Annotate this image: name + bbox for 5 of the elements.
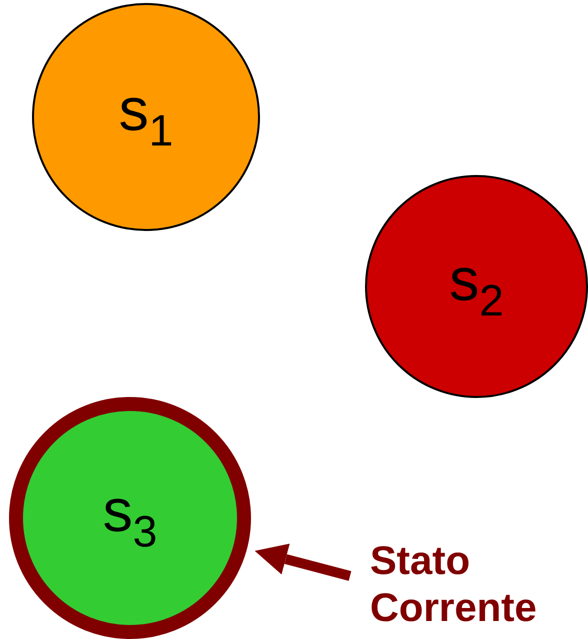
state-label: s$_{3}$	[102, 481, 158, 555]
state-label: s$_{1}$	[118, 80, 174, 154]
callout-text: Stato Corrente	[370, 539, 537, 630]
arrow	[254, 544, 352, 581]
state-label: s$_{2}$	[449, 250, 504, 324]
